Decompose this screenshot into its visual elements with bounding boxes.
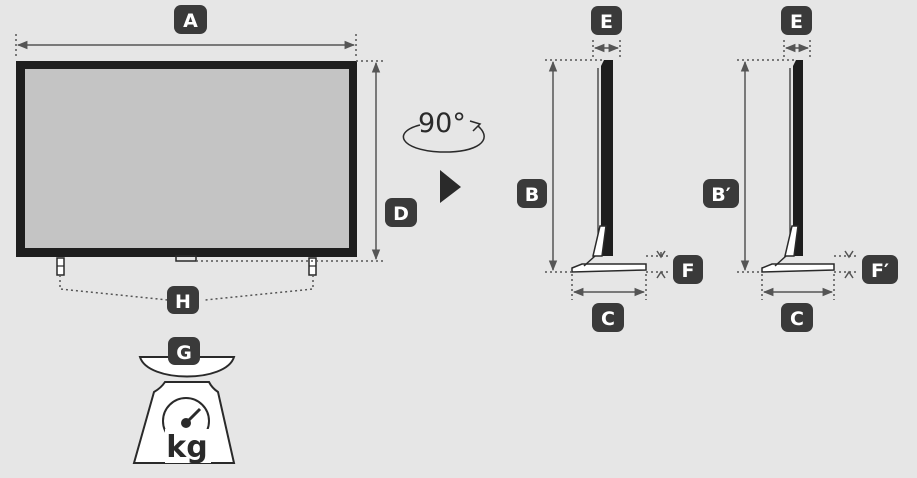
- badge-g: G: [168, 337, 200, 365]
- svg-text:E: E: [790, 11, 803, 33]
- badge-b: B: [517, 179, 547, 208]
- tv-side-view-1: [571, 60, 647, 273]
- badge-h: H: [167, 286, 199, 314]
- badge-b-prime: B′: [703, 179, 739, 208]
- scale-icon: kg: [132, 356, 236, 465]
- tv-center-tab: [175, 255, 197, 262]
- badge-c-right: C: [781, 303, 813, 332]
- svg-text:F: F: [682, 260, 695, 282]
- rotation-label: 90°: [418, 108, 466, 139]
- badge-e-right: E: [781, 6, 812, 35]
- svg-text:A: A: [183, 10, 198, 32]
- side-2-dimensions: [737, 40, 858, 300]
- rotate-arrow-icon: 90°: [402, 108, 485, 153]
- tv-front-view: [16, 61, 357, 276]
- badge-f-prime: F′: [862, 255, 898, 284]
- svg-text:B′: B′: [711, 184, 731, 206]
- badge-d: D: [385, 198, 417, 227]
- svg-text:G: G: [176, 342, 192, 364]
- dimension-h: [59, 275, 314, 301]
- badge-c-left: C: [592, 303, 624, 332]
- badge-e-left: E: [591, 6, 622, 35]
- svg-text:E: E: [600, 11, 613, 33]
- svg-text:C: C: [790, 308, 804, 330]
- svg-text:C: C: [601, 308, 615, 330]
- dimension-d: [196, 60, 386, 262]
- weight-unit-label: kg: [166, 430, 207, 465]
- svg-text:F′: F′: [871, 260, 889, 282]
- svg-text:D: D: [393, 203, 409, 225]
- badge-f: F: [673, 255, 703, 284]
- svg-text:H: H: [175, 291, 191, 313]
- svg-text:B: B: [525, 184, 539, 206]
- tv-screen: [25, 69, 349, 248]
- tv-foot-left: [56, 257, 65, 276]
- dimension-a: [15, 34, 357, 58]
- side-1-dimensions: [545, 40, 670, 300]
- play-arrow-icon: [440, 170, 461, 203]
- tv-side-view-2: [761, 60, 835, 273]
- badge-a: A: [174, 5, 207, 34]
